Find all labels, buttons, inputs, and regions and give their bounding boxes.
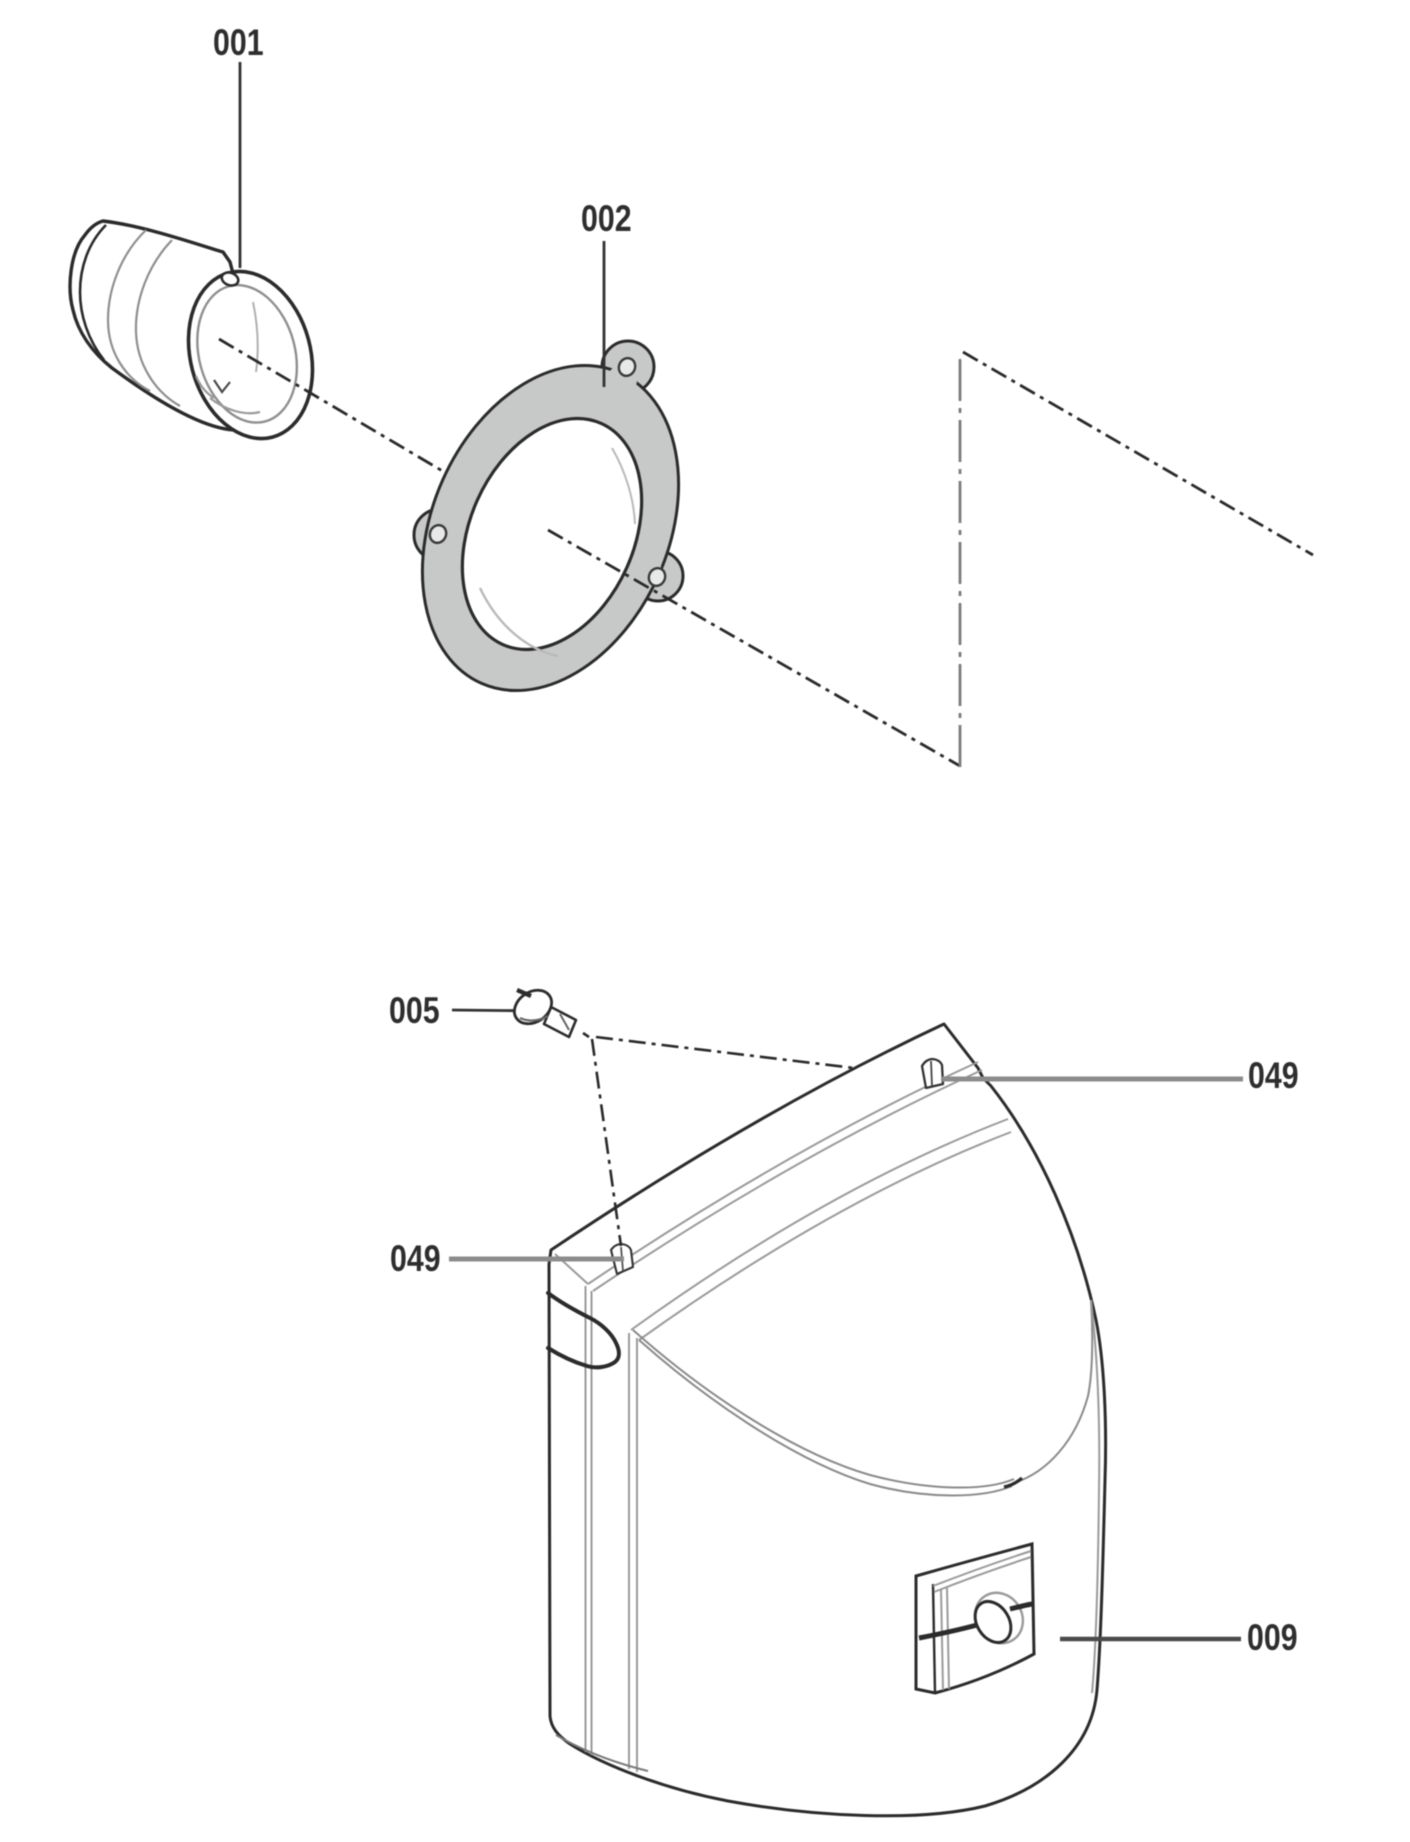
svg-text:049: 049: [1248, 1055, 1299, 1097]
svg-text:001: 001: [213, 22, 264, 64]
svg-text:005: 005: [389, 990, 440, 1032]
svg-text:002: 002: [581, 198, 632, 240]
svg-text:009: 009: [1247, 1617, 1298, 1659]
svg-text:049: 049: [390, 1238, 441, 1280]
